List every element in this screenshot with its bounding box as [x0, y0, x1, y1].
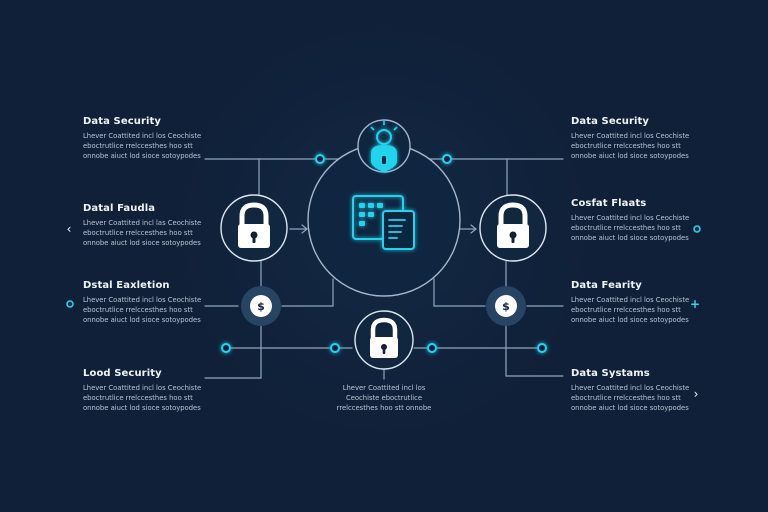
ring-icon [66, 300, 74, 308]
right-dollar-inner-circle [495, 295, 517, 317]
lock-shackle [498, 202, 528, 226]
lock-keyhole [509, 231, 517, 239]
right-lock-node [479, 194, 547, 262]
document-lines [388, 219, 406, 239]
accent-dot-bottom-right [537, 343, 547, 353]
dollar-icon: $ [257, 300, 265, 313]
document-grid-cell-6 [359, 221, 365, 226]
user-shield-ray-2 [393, 126, 398, 131]
accent-dot-bottom-center-right [427, 343, 437, 353]
left-panel-4-description: Lhever Coattited incl los Ceochiste eboc… [83, 384, 202, 412]
right-panel-2-title: Cosfat Flaats [571, 198, 647, 209]
document-grid-cell-4 [359, 212, 365, 217]
user-shield-slot [382, 156, 386, 164]
left-dollar-inner-circle [250, 295, 272, 317]
lock-keyhole-stem [382, 349, 386, 354]
accent-dot-bottom-left [221, 343, 231, 353]
document-front-panel [382, 210, 415, 250]
chevron-left-icon[interactable]: ‹ [66, 222, 72, 236]
lock-keyhole [381, 344, 387, 350]
accent-dot-bottom-center-left [330, 343, 340, 353]
lock-keyhole [250, 231, 258, 239]
lock-icon [238, 202, 270, 248]
document-grid-cell-3 [377, 203, 383, 208]
left-panel-2-description: Lhever Coattited incl las Ceochiste eboc… [83, 219, 202, 247]
right-panel-2-description: Lhever Coattited incl los Ceochiste eboc… [571, 214, 690, 242]
lock-keyhole-stem [511, 237, 515, 243]
arrow-right [470, 224, 477, 234]
lock-keyhole-stem [252, 237, 256, 243]
right-panel-4-title: Data Systams [571, 368, 650, 379]
ring-icon [693, 225, 701, 233]
accent-dot-top-right [442, 154, 452, 164]
left-panel-3-description: Lhever Coattited incl los Ceochiste eboc… [83, 296, 202, 324]
connector-center-lower-left [281, 278, 334, 307]
left-panel-1-title: Data Security [83, 116, 162, 127]
plus-icon: + [690, 297, 701, 311]
right-panel-4-description: Lhever Coattited incl los Ceochiste eboc… [571, 384, 690, 412]
lock-shackle [239, 202, 269, 226]
lock-icon [497, 202, 529, 248]
left-ring-icon [64, 298, 76, 310]
user-shield-icon [370, 121, 398, 172]
user-shield-head [376, 129, 392, 145]
document-grid-cell-5 [368, 212, 374, 217]
center-panel-description: Lhever Coattited incl los Ceochiste eboc… [336, 384, 432, 412]
left-panel-2-title: Datal Faudla [83, 203, 156, 214]
document-grid [359, 203, 383, 226]
document-grid-cell-2 [368, 203, 374, 208]
left-panel-3-title: Dstal Eaxletion [83, 280, 170, 291]
user-shield-ray-3 [370, 126, 375, 131]
right-panel-1-title: Data Security [571, 116, 650, 127]
document-grid-cell-1 [359, 203, 365, 208]
left-dollar-node: $ [241, 286, 281, 326]
arrow-left [301, 224, 308, 234]
left-panel-1-description: Lhever Coattited incl los Ceochiste eboc… [83, 132, 202, 160]
accent-dots [221, 154, 547, 353]
lock-icon [370, 317, 398, 358]
dollar-icon: $ [502, 300, 510, 313]
right-panel-3-title: Data Fearity [571, 280, 642, 291]
chevron-right-icon[interactable]: › [693, 387, 699, 401]
central-hub [307, 119, 461, 297]
right-panel-3-description: Lhever Coattited incl los Ceochiste eboc… [571, 296, 690, 324]
right-ring-icon [691, 223, 703, 235]
accent-dot-top-left [315, 154, 325, 164]
arrow-markers [301, 224, 477, 234]
lock-shackle [370, 317, 398, 339]
document-icon [352, 195, 415, 250]
connector-center-lower-right [433, 278, 486, 307]
right-panel-1-description: Lhever Coattited incl los Ceochiste eboc… [571, 132, 690, 160]
right-dollar-node: $ [486, 286, 526, 326]
left-lock-node [220, 194, 288, 262]
left-panel-4-title: Lood Security [83, 368, 162, 379]
top-user-shield-node [357, 119, 411, 173]
bottom-lock-node [354, 310, 414, 370]
